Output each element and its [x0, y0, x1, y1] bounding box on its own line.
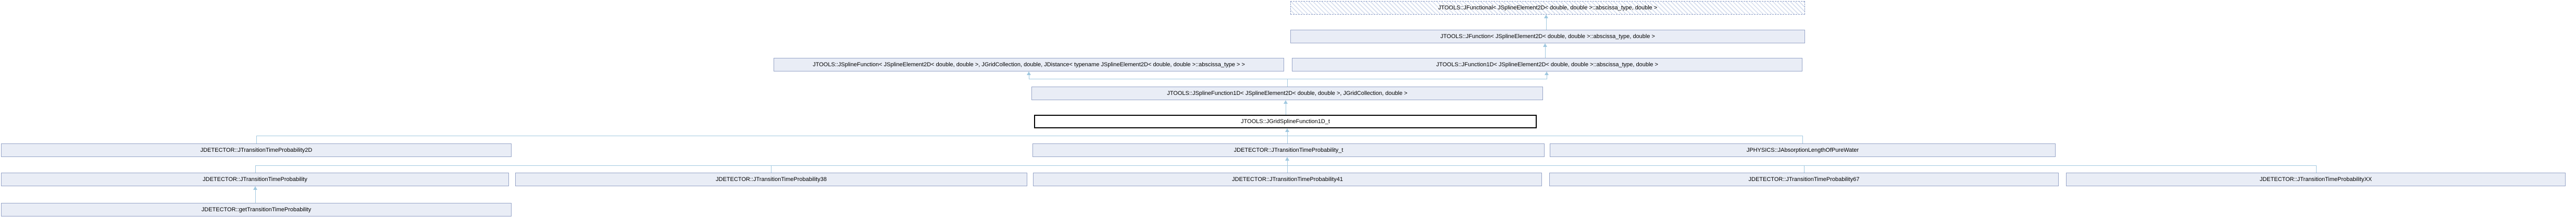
node-label: JDETECTOR::JTransitionTimeProbability_t — [1234, 147, 1343, 153]
node-label: JDETECTOR::getTransitionTimeProbability — [201, 207, 312, 213]
node-jdetector-jtransitiontimeprobability67[interactable]: JDETECTOR::JTransitionTimeProbability67 — [1549, 173, 2059, 186]
node-jdetector-gettransitiontimeprobability[interactable]: JDETECTOR::getTransitionTimeProbability — [1, 203, 512, 216]
node-label: JDETECTOR::JTransitionTimeProbability41 — [1232, 176, 1343, 183]
node-jtools-jsplinefunction[interactable]: JTOOLS::JSplineFunction< JSplineElement2… — [774, 58, 1284, 71]
node-jtools-jfunctional: JTOOLS::JFunctional< JSplineElement2D< d… — [1290, 1, 1805, 15]
edge-line — [1287, 131, 1288, 143]
node-label: JTOOLS::JFunction1D< JSplineElement2D< d… — [1436, 62, 1658, 68]
node-jtools-jgridsplinefunction1d-t: JTOOLS::JGridSplineFunction1D_t — [1034, 115, 1537, 128]
node-jphysics-jabsorptionlengthofpurewater[interactable]: JPHYSICS::JAbsorptionLengthOfPureWater — [1550, 143, 2056, 157]
edge-arrow-up — [1027, 71, 1031, 75]
node-label: JTOOLS::JFunction< JSplineElement2D< dou… — [1440, 33, 1655, 40]
node-label: JPHYSICS::JAbsorptionLengthOfPureWater — [1746, 147, 1859, 153]
edge-arrow-up — [1285, 157, 1289, 161]
edge-line — [1804, 165, 1805, 173]
edge-line — [1546, 18, 1547, 30]
node-jtools-jfunction[interactable]: JTOOLS::JFunction< JSplineElement2D< dou… — [1290, 30, 1805, 43]
edge-arrow-up — [1543, 43, 1547, 47]
edge-line — [255, 165, 256, 173]
edge-arrow-up — [1545, 71, 1549, 75]
edge-line — [1802, 136, 1803, 143]
node-jdetector-jtransitiontimeprobabilityxx[interactable]: JDETECTOR::JTransitionTimeProbabilityXX — [2066, 173, 2566, 186]
node-label: JDETECTOR::JTransitionTimeProbability38 — [716, 176, 827, 183]
edge-arrow-up — [253, 186, 257, 190]
node-label: JDETECTOR::JTransitionTimeProbability — [203, 176, 307, 183]
node-label: JDETECTOR::JTransitionTimeProbabilityXX — [2259, 176, 2372, 183]
node-label: JDETECTOR::JTransitionTimeProbability67 — [1748, 176, 1860, 183]
node-label: JTOOLS::JSplineFunction< JSplineElement2… — [813, 62, 1245, 68]
node-jdetector-jtransitiontimeprobability2d[interactable]: JDETECTOR::JTransitionTimeProbability2D — [1, 143, 512, 157]
node-jdetector-jtransitiontimeprobability38[interactable]: JDETECTOR::JTransitionTimeProbability38 — [515, 173, 1027, 186]
edge-arrow-up — [1544, 15, 1548, 18]
node-label: JTOOLS::JFunctional< JSplineElement2D< d… — [1438, 5, 1658, 11]
edge-line — [1545, 46, 1546, 58]
edge-arrow-up — [1284, 100, 1288, 104]
edge-line — [1287, 160, 1288, 173]
node-jtools-jfunction1d[interactable]: JTOOLS::JFunction1D< JSplineElement2D< d… — [1292, 58, 1802, 71]
node-jtools-jsplinefunction1d[interactable]: JTOOLS::JSplineFunction1D< JSplineElemen… — [1031, 87, 1543, 100]
node-label: JDETECTOR::JTransitionTimeProbability2D — [200, 147, 313, 153]
edge-line — [255, 189, 256, 203]
node-jdetector-jtransitiontimeprobability-t[interactable]: JDETECTOR::JTransitionTimeProbability_t — [1032, 143, 1545, 157]
node-label: JTOOLS::JSplineFunction1D< JSplineElemen… — [1167, 90, 1408, 97]
edge-line — [2316, 165, 2317, 173]
node-jdetector-jtransitiontimeprobability[interactable]: JDETECTOR::JTransitionTimeProbability — [1, 173, 509, 186]
node-label: JTOOLS::JGridSplineFunction1D_t — [1241, 118, 1330, 125]
node-jdetector-jtransitiontimeprobability41[interactable]: JDETECTOR::JTransitionTimeProbability41 — [1033, 173, 1542, 186]
edge-arrow-up — [1285, 128, 1289, 132]
edge-line — [256, 136, 257, 143]
edge-line — [1287, 79, 1288, 87]
edge-bus — [255, 165, 2317, 166]
